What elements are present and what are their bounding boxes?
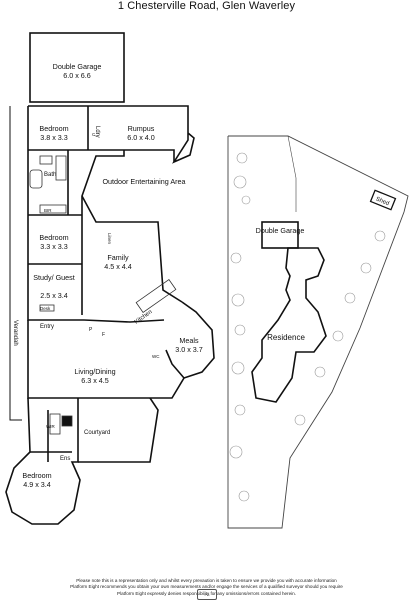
property-title: 1 Chesterville Road, Glen Waverley <box>117 0 296 12</box>
disclaimer-line: Please note this is a representation onl… <box>76 578 337 583</box>
site-garage <box>261 221 299 249</box>
room-name: Family <box>107 253 129 262</box>
site-residence-label: Residence <box>267 333 305 342</box>
room-name: Outdoor Entertaining Area <box>102 177 185 186</box>
wc-label: WC <box>152 354 160 359</box>
tree <box>332 330 344 342</box>
room-dims: 4.5 x 4.4 <box>104 262 132 271</box>
ldry-label: Ldry <box>94 126 100 138</box>
site-residence <box>251 247 327 403</box>
fixtures <box>29 155 177 435</box>
room-dims: 6.3 x 4.5 <box>81 376 109 385</box>
bir-fixture <box>39 204 67 214</box>
room-name: Bedroom <box>39 124 68 133</box>
tree <box>234 324 246 336</box>
tree <box>314 366 326 378</box>
room-name: Bedroom <box>39 233 68 242</box>
tree <box>294 414 306 426</box>
shower-fixture <box>55 155 67 181</box>
desk-label: Desk <box>40 306 51 311</box>
room-dims: 3.8 x 3.3 <box>40 133 68 142</box>
wir-fixture <box>49 413 61 435</box>
room-dims: 3.0 x 3.7 <box>175 345 203 354</box>
fridge-label: F <box>102 332 105 338</box>
site-garage-label: Double Garage <box>256 226 305 235</box>
room-dims: 4.9 x 3.4 <box>23 480 51 489</box>
tree <box>230 252 242 264</box>
verandah-label: Verandah <box>12 320 18 346</box>
site-plan <box>227 135 409 529</box>
living-walls <box>27 320 185 399</box>
tree <box>236 152 248 164</box>
disclaimer-line: Platform Eight expressly denies responsi… <box>117 590 296 596</box>
disclaimer-line: Platform Eight recommends you obtain you… <box>70 584 343 590</box>
entry-label: Entry <box>40 324 54 330</box>
bath-fixture <box>29 169 43 189</box>
tree <box>229 445 243 459</box>
room-name: Living/Dining <box>74 367 115 376</box>
outdoor-west-wall <box>81 150 125 222</box>
disclaimer: Please note this is a representation onl… <box>20 578 393 597</box>
site-boundary <box>227 135 409 529</box>
site-shed-label: Shed <box>375 196 390 207</box>
rumpus-south-wall <box>124 149 175 162</box>
courtyard-walls <box>78 397 159 463</box>
room-dims: 3.3 x 3.3 <box>40 242 68 251</box>
tree <box>233 175 247 189</box>
room-name: Meals <box>179 336 199 345</box>
room-name: Double Garage <box>53 62 102 71</box>
tree <box>234 404 246 416</box>
desk-fixture <box>39 304 55 312</box>
main-floor-plan <box>5 32 215 525</box>
sink-fixture <box>39 155 53 165</box>
brand-logo: P8 <box>197 589 217 600</box>
room-dims: 6.0 x 6.6 <box>63 71 91 80</box>
kitchen-bench <box>135 279 177 313</box>
pantry-label: P <box>89 327 93 333</box>
room-name: Bedroom <box>22 471 51 480</box>
courtyard-label: Courtyard <box>84 430 110 436</box>
meals-walls <box>165 301 215 379</box>
tree <box>231 361 245 375</box>
site-trees <box>229 152 386 502</box>
family-east-wall <box>81 195 183 303</box>
tree <box>238 490 250 502</box>
tree <box>344 292 356 304</box>
site-internal-line <box>287 135 297 212</box>
bath-label: Bath <box>44 172 56 178</box>
tree <box>374 230 386 242</box>
tree <box>360 262 372 274</box>
linen-label: Linen <box>107 233 112 245</box>
site-labels: Double Garage Residence Shed <box>256 196 390 342</box>
bir-label: BIR <box>44 208 52 213</box>
wir-label: WIR <box>46 424 55 429</box>
kitchen-south-wall <box>83 319 165 323</box>
tree <box>241 195 251 205</box>
room-name: Rumpus <box>128 124 155 133</box>
c-label: C <box>92 132 96 137</box>
ens-label: Ens <box>60 456 70 462</box>
fireplace-fixture <box>61 415 73 427</box>
site-shed <box>369 189 397 211</box>
verandah-outline <box>9 106 22 421</box>
bedroom-wing-walls <box>5 397 81 525</box>
room-dims: 2.5 x 3.4 <box>40 291 68 300</box>
room-name: Study/ Guest <box>33 273 75 282</box>
garage-walls <box>29 32 125 103</box>
tree <box>231 293 245 307</box>
room-dims: 6.0 x 4.0 <box>127 133 155 142</box>
room-labels: Double Garage 6.0 x 6.6 Rumpus 6.0 x 4.0… <box>22 62 202 489</box>
